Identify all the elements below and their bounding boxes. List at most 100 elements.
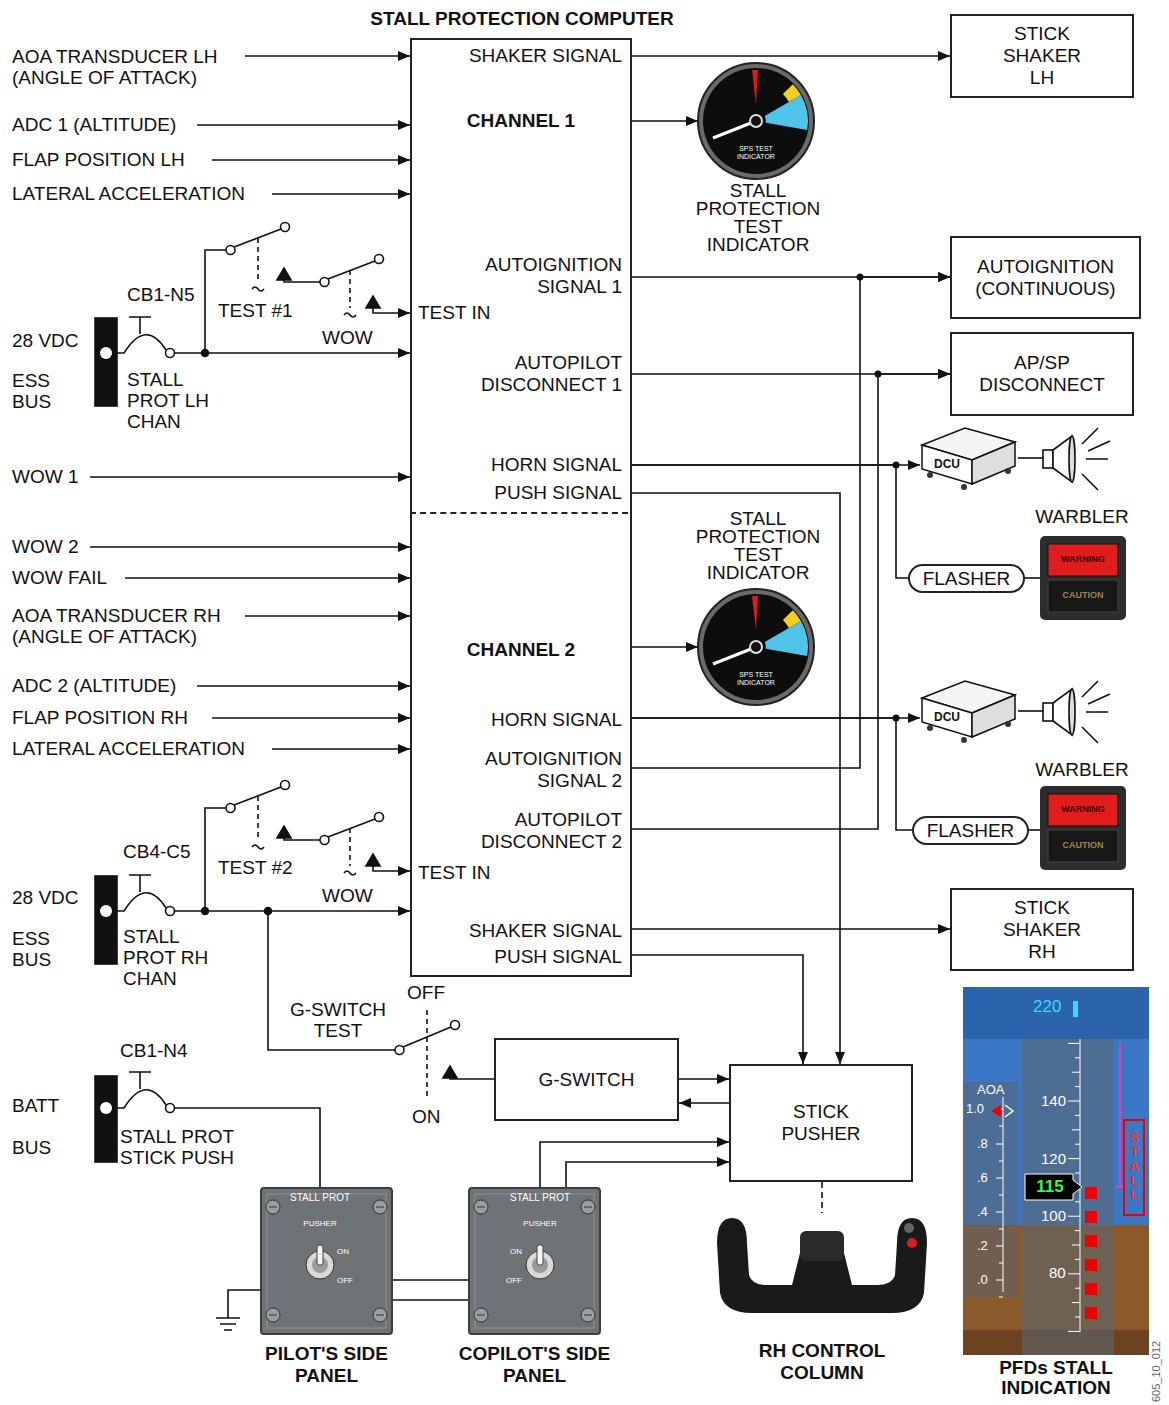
- output-box: STICK SHAKER RH: [950, 888, 1134, 971]
- connector: [628, 646, 698, 648]
- node-text: ON: [498, 1247, 522, 1256]
- node-text: CHANNEL 2: [421, 639, 621, 661]
- node-text: FLASHER: [927, 820, 1015, 842]
- node-text: COPILOT'S SIDE PANEL: [443, 1343, 626, 1387]
- node-text: .0: [977, 1272, 997, 1287]
- connector: [628, 55, 950, 57]
- node-text: PFDs STALL INDICATION: [963, 1358, 1149, 1398]
- node-text: WARNING: [1048, 804, 1118, 814]
- control-column: RH CONTROL COLUMN: [712, 1213, 932, 1378]
- connector: [566, 1162, 729, 1187]
- switch-panel: STALL PROTPUSHERONOFFPILOT'S SIDE PANEL: [260, 1187, 393, 1335]
- node-text: AP/SP DISCONNECT: [962, 352, 1122, 396]
- node-text: .4: [977, 1204, 997, 1219]
- signal-label: LATERAL ACCELERATION: [12, 183, 270, 204]
- signal-label: ADC 1 (ALTITUDE): [12, 114, 192, 135]
- annunciator-light: WARNING CAUTION: [1040, 786, 1126, 870]
- signal-label: ON: [412, 1106, 442, 1127]
- connector: [1025, 577, 1040, 579]
- node-text: AOA: [977, 1082, 1009, 1097]
- signal-label: TEST #2: [218, 857, 298, 878]
- signal-label: CB1-N5: [127, 284, 207, 305]
- node-text: TEST IN: [418, 862, 538, 884]
- node-text: WARNING: [1048, 554, 1118, 564]
- node-text: CAUTION: [1048, 840, 1118, 850]
- signal-label: BUS: [12, 949, 72, 970]
- signal-label: OFF: [407, 982, 447, 1003]
- node-text: STALL: [1128, 1131, 1141, 1202]
- test-indicator: STALL PROTECTION TEST INDICATORSPS TEST …: [696, 510, 826, 710]
- node-text: STALL PROTECTION TEST INDICATOR: [683, 510, 833, 582]
- signal-label: AOA TRANSDUCER LH (ANGLE OF ATTACK): [12, 46, 252, 88]
- node-text: PUSHER: [500, 1219, 580, 1228]
- connector: [393, 1299, 468, 1301]
- signal-label: CB1-N4: [120, 1040, 200, 1061]
- test-indicator: SPS TEST INDICATORSTALL PROTECTION TEST …: [696, 62, 826, 258]
- node-text: .2: [977, 1238, 997, 1253]
- connector: [628, 493, 840, 1064]
- node-text: ON: [337, 1247, 361, 1256]
- node-text: FLASHER: [923, 568, 1011, 590]
- node-text: STICK PUSHER: [771, 1101, 871, 1145]
- node-text: 1.0: [966, 1101, 990, 1116]
- node-text: DCU: [930, 711, 964, 723]
- dcu-unit: DCU: [920, 420, 1020, 492]
- node-text: STICK SHAKER LH: [992, 23, 1092, 89]
- signal-label: WOW: [322, 327, 382, 348]
- node-text: DCU: [930, 458, 964, 470]
- node-text: .8: [977, 1136, 997, 1151]
- node-text: 220: [1033, 997, 1073, 1017]
- signal-label: WARBLER: [1032, 506, 1132, 527]
- connector: [679, 1078, 729, 1080]
- node-text: SHAKER SIGNAL: [422, 45, 622, 67]
- signal-label: STALL PROT STICK PUSH: [120, 1126, 250, 1168]
- node-text: OFF: [337, 1276, 361, 1285]
- output-box: AUTOIGNITION (CONTINUOUS): [950, 236, 1141, 319]
- dcu-unit: DCU: [920, 673, 1020, 745]
- connector: [393, 1279, 468, 1281]
- node-text: G-SWITCH: [507, 1069, 667, 1091]
- node-text: PUSHER: [280, 1219, 360, 1228]
- flasher-box: FLASHER: [908, 564, 1025, 593]
- warbler-speaker: [1018, 428, 1110, 490]
- signal-label: FLAP POSITION LH: [12, 149, 202, 170]
- signal-label: 28 VDC: [12, 330, 92, 351]
- node-text: SPS TEST INDICATOR: [733, 671, 779, 687]
- node-text: SHAKER SIGNAL: [422, 920, 622, 942]
- signal-label: AOA TRANSDUCER RH (ANGLE OF ATTACK): [12, 605, 252, 647]
- node-text: SPS TEST INDICATOR: [733, 145, 779, 161]
- drawing-number: 605_10_012: [1150, 1341, 1163, 1402]
- output-box: AP/SP DISCONNECT: [950, 332, 1134, 416]
- switch-panel: STALL PROTPUSHERONOFFCOPILOT'S SIDE PANE…: [468, 1187, 602, 1335]
- node-text: PUSH SIGNAL: [422, 482, 622, 504]
- node-text: OFF: [498, 1276, 522, 1285]
- signal-label: STALL PROT RH CHAN: [123, 926, 218, 989]
- output-box: STICK SHAKER LH: [950, 14, 1134, 98]
- node-text: 80: [1049, 1264, 1073, 1282]
- node-text: HORN SIGNAL: [422, 454, 622, 476]
- connector: [628, 928, 950, 930]
- node-text: STALL PROTECTION COMPUTER: [357, 8, 687, 30]
- signal-label: ADC 2 (ALTITUDE): [12, 675, 192, 696]
- connector: [628, 120, 698, 122]
- signal-label: BATT: [12, 1095, 82, 1116]
- signal-label: LATERAL ACCELERATION: [12, 738, 270, 759]
- signal-label: TEST #1: [218, 300, 298, 321]
- pfd-display: 220AOA1.0.8.6.4.2.014012010080115STALLPF…: [963, 987, 1149, 1397]
- connector: [679, 1102, 729, 1104]
- node-text: RH CONTROL COLUMN: [747, 1340, 897, 1384]
- signal-label: FLAP POSITION RH: [12, 707, 202, 728]
- channel-section: CHANNEL 2 HORN SIGNAL AUTOIGNITION SIGNAL …: [410, 512, 628, 975]
- connector: [628, 718, 912, 830]
- node-text: AUTOPILOT DISCONNECT 2: [422, 809, 622, 853]
- signal-label: STALL PROT LH CHAN: [127, 369, 222, 432]
- node-text: AUTOIGNITION SIGNAL 2: [422, 748, 622, 792]
- signal-label: BUS: [12, 1137, 72, 1158]
- signal-label: G-SWITCH TEST: [283, 999, 393, 1041]
- computer-box: CHANNEL 1SHAKER SIGNALAUTOIGNITION SIGNA…: [410, 38, 632, 977]
- node-text: CAUTION: [1048, 590, 1118, 600]
- node-text: STALL PROTECTION TEST INDICATOR: [683, 182, 833, 254]
- node-text: 120: [1041, 1150, 1071, 1168]
- node-text: HORN SIGNAL: [422, 709, 622, 731]
- signal-label: WOW 1: [12, 466, 87, 487]
